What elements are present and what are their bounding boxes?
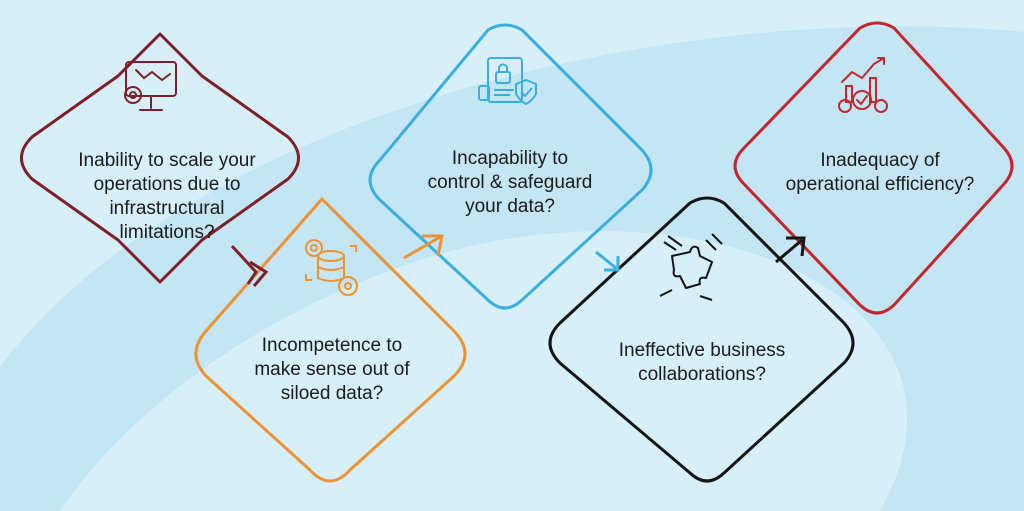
database-gears-icon: [305, 239, 358, 296]
diamond-frame-scale: [20, 32, 300, 284]
step-text-line: your data?: [465, 196, 555, 217]
step-text-line: operations due to: [93, 174, 241, 195]
diamond-frame-siloed: [194, 196, 467, 483]
step-text-line: collaborations?: [638, 364, 766, 385]
diamond-frame-safeguard: [368, 23, 653, 310]
background-swoosh: [0, 26, 1024, 511]
diamond-frame-collab: [548, 196, 855, 483]
step-text-line: Incapability to: [451, 148, 569, 169]
arrow-collab-to-efficiency: [775, 236, 806, 264]
step-text-line: operational efficiency?: [785, 174, 975, 195]
step-text-line: make sense out of: [254, 359, 410, 380]
diamond-frame-efficiency: [733, 21, 1014, 315]
step-text-line: Ineffective business: [618, 340, 786, 361]
arrow-siloed-to-safeguard: [403, 234, 444, 260]
step-text-line: siloed data?: [280, 383, 384, 404]
step-label-siloed: Incompetence to make sense out of siloed…: [217, 334, 447, 406]
step-label-scale: Inability to scale your operations due t…: [52, 149, 282, 245]
step-text-line: limitations?: [119, 222, 215, 243]
step-text-line: Inability to scale your: [78, 150, 256, 171]
step-label-efficiency: Inadequacy of operational efficiency?: [765, 149, 995, 197]
step-text-line: Inadequacy of: [820, 150, 940, 171]
puzzle-hands-icon: [659, 233, 723, 301]
growth-chart-gears-icon: [838, 57, 888, 113]
step-text-line: infrastructural: [109, 198, 225, 219]
step-text-line: control & safeguard: [427, 172, 593, 193]
arrow-scale-to-siloed: [230, 244, 269, 287]
step-label-collab: Ineffective business collaborations?: [587, 339, 817, 387]
step-label-safeguard: Incapability to control & safeguard your…: [395, 147, 625, 219]
document-lock-shield-icon: [478, 57, 537, 105]
arrow-safeguard-to-collab: [595, 250, 620, 272]
monitor-gear-icon: [124, 61, 177, 111]
step-text-line: Incompetence to: [261, 335, 403, 356]
